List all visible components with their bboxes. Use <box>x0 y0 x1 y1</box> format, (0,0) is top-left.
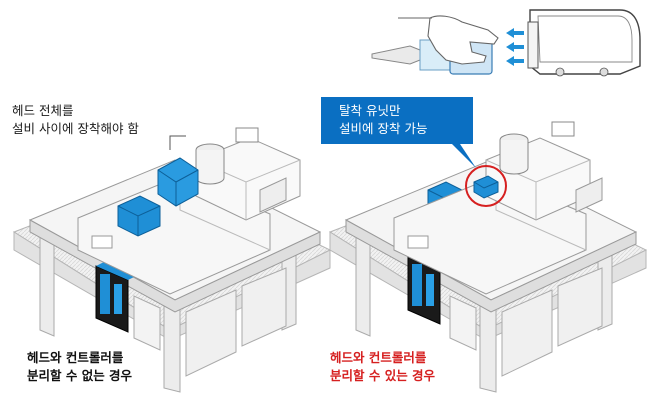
callout-line1: 탈착 유닛만 <box>339 103 401 118</box>
left-caption-line2: 분리할 수 없는 경우 <box>27 368 133 383</box>
left-caption: 헤드와 컨트롤러를 분리할 수 없는 경우 <box>27 349 132 385</box>
left-note-line2: 설비 사이에 장착해야 함 <box>12 121 139 136</box>
right-machine <box>328 121 648 393</box>
right-caption-line1: 헤드와 컨트롤러를 <box>330 350 427 365</box>
left-note-line1: 헤드 전체를 <box>12 103 74 118</box>
left-caption-line1: 헤드와 컨트롤러를 <box>27 350 124 365</box>
right-caption: 헤드와 컨트롤러를 분리할 수 있는 경우 <box>330 349 435 385</box>
left-note: 헤드 전체를 설비 사이에 장착해야 함 <box>12 102 139 138</box>
callout-box: 탈착 유닛만 설비에 장착 가능 <box>321 97 473 144</box>
callout-line2: 설비에 장착 가능 <box>339 121 428 136</box>
right-caption-line2: 분리할 수 있는 경우 <box>330 368 436 383</box>
highlight-circle <box>465 165 507 207</box>
callout-pointer <box>452 144 476 168</box>
left-machine <box>12 127 332 393</box>
insertion-inset <box>371 9 641 77</box>
